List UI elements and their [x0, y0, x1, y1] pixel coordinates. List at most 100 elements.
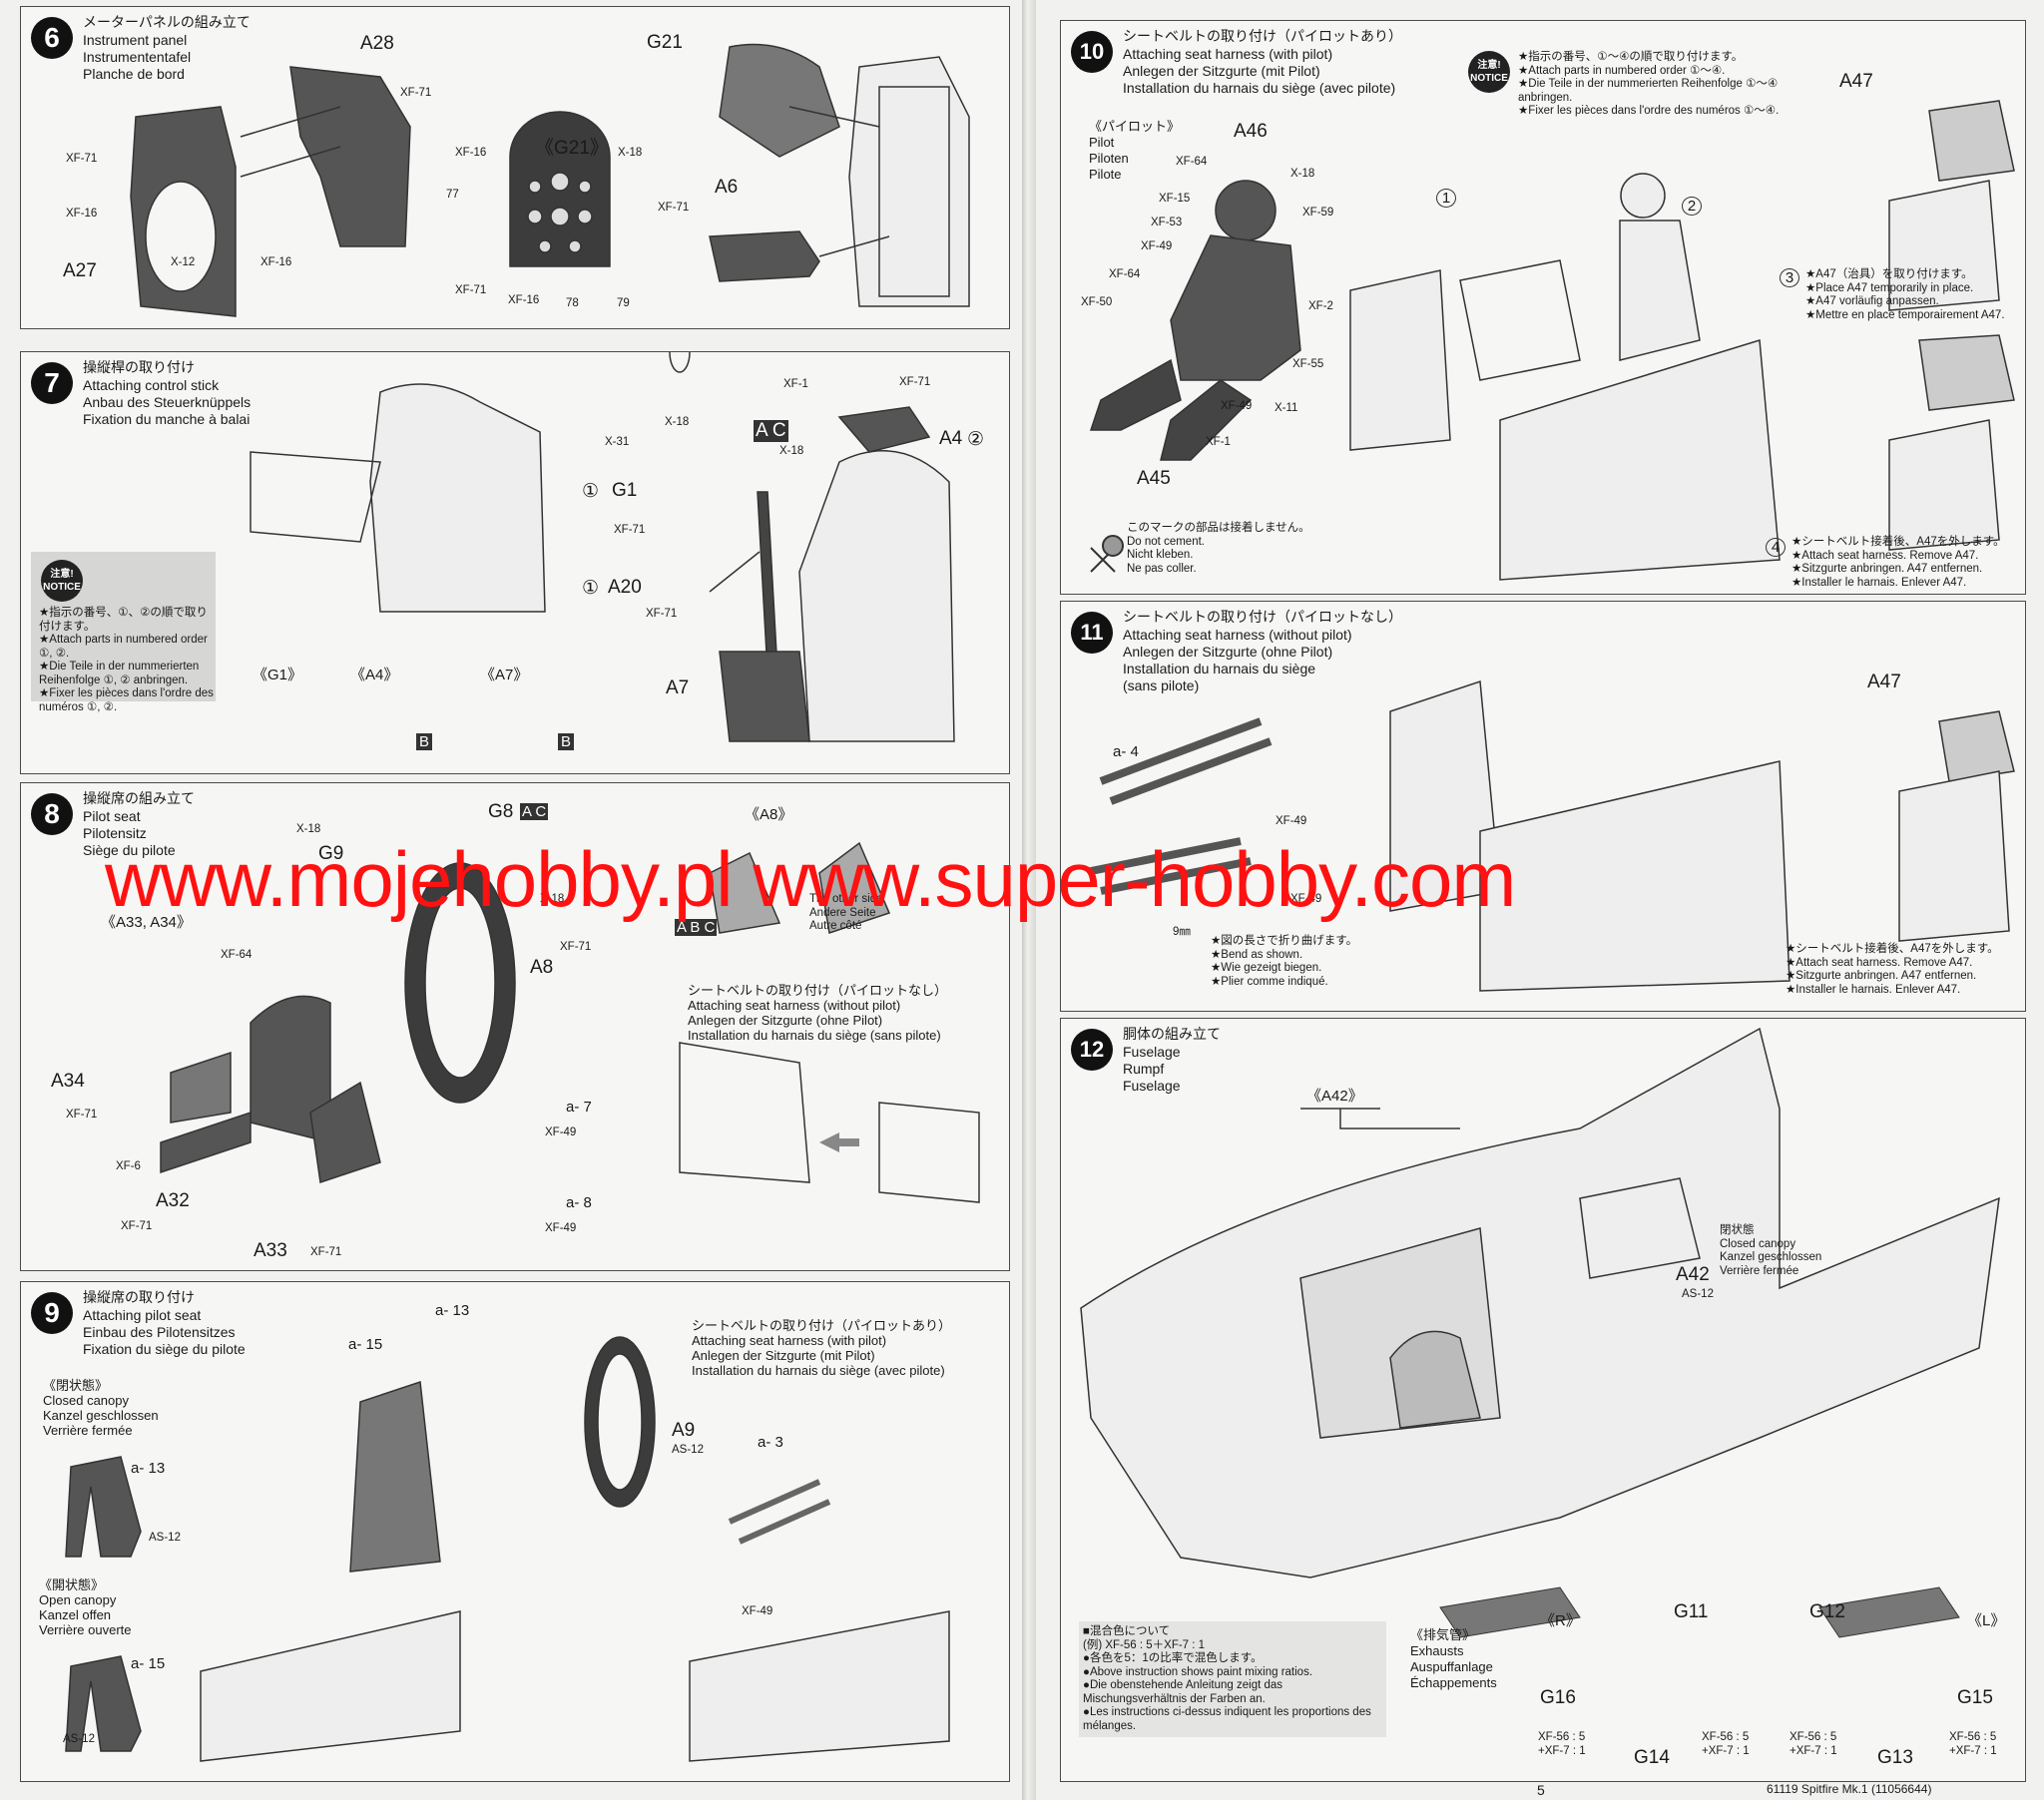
- note-line: 《開状態》: [39, 1577, 105, 1592]
- note-line: Piloten: [1089, 151, 1129, 166]
- header-de: Anlegen der Sitzgurte (mit Pilot): [1123, 63, 1320, 79]
- control-stick-diagram: [250, 352, 955, 742]
- label-a6: A6: [715, 177, 739, 198]
- note-line: ●各色を5：1の比率で混色します。: [1083, 1652, 1263, 1664]
- label-a8: A8: [530, 957, 554, 978]
- paint-xf1: XF-1: [1206, 436, 1231, 448]
- header-jp: シートベルトの取り付け（パイロットあり）: [1123, 29, 1402, 45]
- no-cement-note: このマークの部品は接着しません。 Do not cement. Nicht kl…: [1127, 522, 1310, 576]
- label-abc: A B C: [675, 919, 718, 936]
- order-1: ①: [582, 578, 600, 599]
- paint-xf59: XF-59: [1302, 207, 1334, 219]
- notice-line: ★Attach parts in numbered order ①～④.: [1518, 64, 1726, 77]
- detail-a7: 《A7》: [480, 667, 529, 683]
- side-left: 《L》: [1967, 1612, 2006, 1629]
- decal-a15: a- 15: [131, 1655, 166, 1672]
- note-line: ★Mettre en place temporairement A47.: [1805, 308, 2005, 321]
- paint-xf16: XF-16: [260, 256, 292, 268]
- note-line: ●Above instruction shows paint mixing ra…: [1083, 1665, 1313, 1678]
- notice-line: ★Attach parts in numbered order ①, ②.: [39, 634, 208, 660]
- paint-xf50: XF-50: [1081, 296, 1113, 308]
- step-number-badge: 7: [31, 362, 73, 404]
- label-g1: G1: [612, 480, 638, 501]
- paint-xf71: XF-71: [455, 284, 487, 296]
- decal-a4: a- 4: [1113, 743, 1139, 760]
- note-line: Pilot: [1089, 135, 1115, 150]
- note-line: ★A47 vorläufig anpassen.: [1805, 295, 1939, 307]
- paint-xf71: XF-71: [614, 524, 646, 536]
- paint-xf16: XF-16: [66, 208, 98, 220]
- header-fr: Fixation du manche à balai: [83, 411, 251, 427]
- step-number-badge: 9: [31, 1292, 73, 1334]
- paint-x11: X-11: [1275, 402, 1298, 414]
- step-header: 操縦桿の取り付け Attaching control stick Anbau d…: [83, 360, 251, 428]
- header-fr: Fuselage: [1123, 1078, 1181, 1094]
- closed-canopy-note: 《閉状態》 Closed canopy Kanzel geschlossen V…: [43, 1378, 159, 1438]
- note-line: 《閉状態》: [43, 1378, 109, 1393]
- harness-de: Anlegen der Sitzgurte (mit Pilot): [692, 1348, 875, 1363]
- step-header: シートベルトの取り付け（パイロットなし） Attaching seat harn…: [1123, 610, 1402, 694]
- label-a47: A47: [1867, 672, 1901, 692]
- dimension-9mm: 9㎜: [1173, 926, 1191, 938]
- paint-x18: X-18: [665, 416, 690, 428]
- header-jp: シートベルトの取り付け（パイロットなし）: [1123, 610, 1402, 626]
- decal-a15: a- 15: [348, 1336, 383, 1353]
- mix-ratio: XF-56 : 5: [1538, 1731, 1586, 1743]
- paint-x2: XF-2: [1308, 300, 1333, 312]
- paint-xf71: XF-71: [66, 1109, 98, 1121]
- header-de: Rumpf: [1123, 1061, 1165, 1077]
- paint-xf71: XF-71: [121, 1220, 153, 1232]
- header-fr: Planche de bord: [83, 66, 185, 82]
- paint-xf49: XF-49: [742, 1605, 773, 1617]
- header-jp: 胴体の組み立て: [1123, 1027, 1221, 1043]
- note-line: Verrière fermée: [1720, 1264, 1799, 1277]
- header-fr: Siège du pilote: [83, 842, 176, 858]
- step-8-panel: 8 操縦席の組み立て Pilot seat Pilotensitz Siège …: [20, 782, 1010, 1271]
- note-line: ★Plier comme indiqué.: [1211, 975, 1328, 988]
- note-line: 《パイロット》: [1089, 119, 1181, 134]
- harness-fr: Installation du harnais du siège (avec p…: [692, 1363, 945, 1378]
- paint-x18: X-18: [779, 445, 804, 457]
- detail-a42: 《A42》: [1306, 1088, 1363, 1105]
- step-9-panel: 9 操縦席の取り付け Attaching pilot seat Einbau d…: [20, 1281, 1010, 1782]
- label-a33: A33: [254, 1240, 287, 1261]
- closed-canopy-note: 閉状態 Closed canopy Kanzel geschlossen Ver…: [1720, 1224, 1821, 1278]
- detail-a4: 《A4》: [350, 667, 399, 683]
- notice-line: ★Fixer les pièces dans l'ordre des numér…: [1518, 105, 1780, 117]
- note-line: ★シートベルト接着後、A47を外します。: [1786, 943, 1999, 955]
- paint-xf55: XF-55: [1292, 358, 1324, 370]
- harness-with-pilot-diagram: [1089, 100, 2015, 581]
- cement-as12: AS-12: [1682, 1288, 1714, 1300]
- header-fr: Installation du harnais du siège (avec p…: [1123, 80, 1396, 96]
- label-g11: G11: [1674, 1601, 1709, 1622]
- notice-icon: 注意! NOTICE: [41, 560, 83, 602]
- note-line: ★Bend as shown.: [1211, 948, 1303, 961]
- decal-a3: a- 3: [758, 1434, 783, 1451]
- note-line: Kanzel geschlossen: [43, 1408, 159, 1423]
- order-1: 1: [1436, 189, 1456, 208]
- step-number-badge: 11: [1071, 612, 1113, 654]
- header-de: Pilotensitz: [83, 825, 147, 841]
- decal-a8: a- 8: [566, 1194, 592, 1211]
- note-line: Open canopy: [39, 1592, 117, 1607]
- mix-ratio: +XF-7 : 1: [1789, 1745, 1837, 1757]
- header-de: Einbau des Pilotensitzes: [83, 1324, 236, 1340]
- note-line: Autre côté: [809, 920, 862, 932]
- detail-a8: 《A8》: [745, 806, 793, 823]
- step-header: メーターパネルの組み立て Instrument panel Instrument…: [83, 15, 251, 83]
- label-g9: G9: [318, 843, 344, 864]
- kit-code: 61119 Spitfire Mk.1 (11056644): [1767, 1782, 1932, 1796]
- mix-ratio: XF-56 : 5: [1702, 1731, 1750, 1743]
- pilot-seat-diagram: [160, 841, 980, 1203]
- step-number-badge: 10: [1071, 31, 1113, 73]
- harness-without-pilot-diagram: [1090, 679, 2015, 992]
- step4-note: ★シートベルト接着後、A47を外します。 ★Attach seat harnes…: [1791, 536, 2005, 590]
- note-line: 閉状態: [1720, 1224, 1755, 1236]
- mix-ratio: +XF-7 : 1: [1949, 1745, 1997, 1757]
- label-g8: G8: [488, 801, 514, 822]
- notice-line: ★Die Teile in der nummerierten Reihenfol…: [1518, 78, 1779, 104]
- paint-xf71: XF-71: [400, 87, 432, 99]
- paint-xf71: XF-71: [658, 202, 690, 214]
- decal-a13: a- 13: [435, 1302, 470, 1319]
- step-6-panel: 6 メーターパネルの組み立て Instrument panel Instrume…: [20, 6, 1010, 329]
